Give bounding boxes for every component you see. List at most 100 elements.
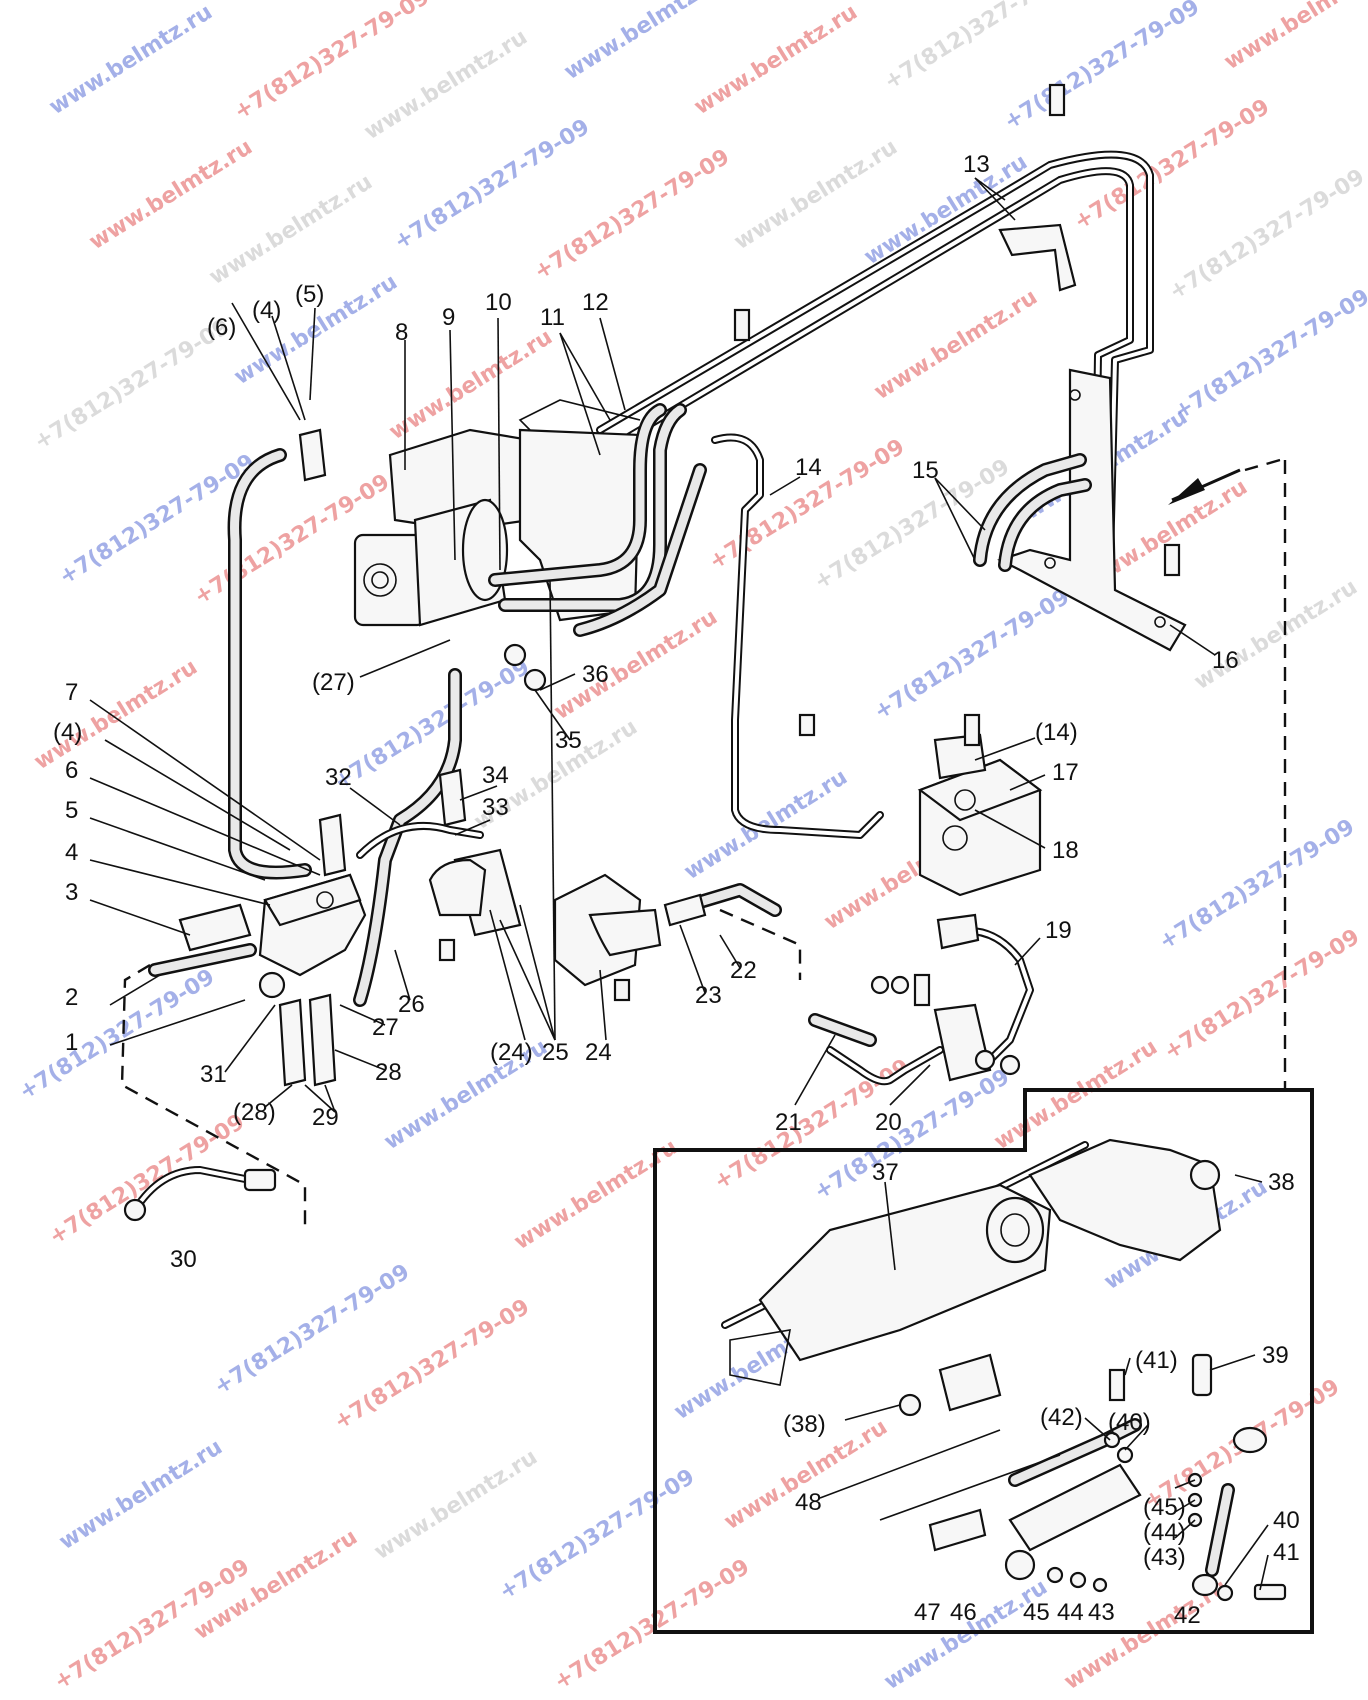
watermark-phone: +7(812)327-79-09	[15, 965, 219, 1106]
part-label: 6	[65, 757, 78, 784]
watermark-site: www.belmtz.ru	[870, 285, 1042, 405]
part-label: 30	[170, 1246, 197, 1273]
part-label: 38	[1268, 1169, 1295, 1196]
part-label: 43	[1088, 1599, 1115, 1626]
part-label: 24	[585, 1039, 612, 1066]
part-label: 16	[1212, 647, 1239, 674]
watermark-phone: +7(812)327-79-09	[530, 145, 734, 286]
watermark-site: www.belmtz.ru	[45, 0, 217, 120]
part-label: 35	[555, 727, 582, 754]
watermark-site: www.belmtz.ru	[680, 765, 852, 885]
steering-pipes	[596, 150, 1154, 564]
watermark-phone: +7(812)327-79-09	[210, 1260, 414, 1401]
part-label: 48	[795, 1489, 822, 1516]
part-label-parenthesized: (41)	[1135, 1347, 1178, 1374]
watermark-site: www.belmtz.ru	[560, 0, 732, 85]
watermark-phone: +7(812)327-79-09	[1155, 815, 1359, 956]
control-valve	[148, 428, 467, 1087]
watermark-phone: +7(812)327-79-09	[870, 585, 1074, 726]
watermark-phone: +7(812)327-79-09	[1170, 285, 1368, 426]
leader-lines	[89, 177, 1269, 1591]
watermark-layer: www.belmtz.ru +7(812)327-79-09 www.belmt…	[15, 0, 1368, 1695]
hose-21	[808, 1013, 877, 1047]
elbow-24	[428, 848, 662, 987]
part-label: 27	[372, 1014, 399, 1041]
part-label: 39	[1262, 1342, 1289, 1369]
part-label-parenthesized: (42)	[1040, 1404, 1083, 1431]
part-label: 12	[582, 289, 609, 316]
part-label: 31	[200, 1061, 227, 1088]
watermark-phone: +7(812)327-79-09	[30, 315, 234, 456]
part-label: 28	[375, 1059, 402, 1086]
watermark-site: www.belmtz.ru	[370, 1445, 542, 1565]
part-label-parenthesized: (43)	[1143, 1544, 1186, 1571]
part-label: 22	[730, 957, 757, 984]
watermark-site: www.belmtz.ru	[690, 0, 862, 120]
part-label: 42	[1174, 1602, 1201, 1629]
part-label: 29	[312, 1104, 339, 1131]
part-label: 41	[1273, 1539, 1300, 1566]
part-label: 2	[65, 984, 78, 1011]
watermark-site: www.belmtz.ru	[360, 25, 532, 145]
part-label: 21	[775, 1109, 802, 1136]
watermark-site: www.belmtz.ru	[880, 1575, 1052, 1695]
part-label-parenthesized: (27)	[312, 669, 355, 696]
part-label: 10	[485, 289, 512, 316]
part-number-labels: 1 2 3 4 5 6 7 8 9 10 11 12 13 14 15 16 1…	[53, 151, 1300, 1629]
watermark-site: www.belmtz.ru	[550, 605, 722, 725]
part-label: 33	[482, 794, 509, 821]
part-label: 13	[963, 151, 990, 178]
part-label-parenthesized: (6)	[207, 314, 236, 341]
part-label: 17	[1052, 759, 1079, 786]
part-label: 25	[542, 1039, 569, 1066]
part-label: 9	[442, 304, 455, 331]
part-label: 19	[1045, 917, 1072, 944]
part-label-parenthesized: (14)	[1035, 719, 1078, 746]
part-label: 1	[65, 1029, 78, 1056]
part-label: 8	[395, 319, 408, 346]
distributor-block	[917, 733, 1043, 897]
part-label-parenthesized: (4)	[53, 719, 82, 746]
mounting-bracket	[997, 223, 1187, 652]
watermark-site: www.belmtz.ru	[730, 135, 902, 255]
watermark-phone: +7(812)327-79-09	[1000, 0, 1204, 135]
watermark-site: www.belmtz.ru	[55, 1435, 227, 1555]
watermark-site: www.belmtz.ru	[385, 325, 557, 445]
part-label: 26	[398, 991, 425, 1018]
part-label-parenthesized: (4)	[252, 297, 281, 324]
part-label: 32	[325, 764, 352, 791]
part-label: 45	[1023, 1599, 1050, 1626]
part-label-parenthesized: (40)	[1108, 1409, 1151, 1436]
watermark-phone: +7(812)327-79-09	[1070, 95, 1274, 236]
watermark-phone: +7(812)327-79-09	[1165, 165, 1368, 306]
inset-frame	[653, 1088, 1314, 1634]
part-label: 23	[695, 982, 722, 1009]
part-label: 14	[795, 454, 822, 481]
part-label-parenthesized: (45)	[1143, 1494, 1186, 1521]
inset-cylinder-assembly	[721, 1138, 1287, 1602]
watermark-site: www.belmtz.ru	[30, 655, 202, 775]
bolts-and-fittings	[438, 83, 1181, 1076]
part-label: 47	[914, 1599, 941, 1626]
main-hoses	[227, 403, 707, 1007]
part-label: 34	[482, 762, 509, 789]
watermark-site: www.belmtz.ru	[1190, 575, 1362, 695]
part-label: 4	[65, 839, 78, 866]
watermark-phone: +7(812)327-79-09	[330, 1295, 534, 1436]
part-label: 11	[540, 304, 565, 331]
part-label-parenthesized: (28)	[233, 1099, 276, 1126]
return-pipe	[356, 433, 884, 859]
watermark-phone: +7(812)327-79-09	[810, 1065, 1014, 1206]
part-label: 5	[65, 797, 78, 824]
part-label: 46	[950, 1599, 977, 1626]
watermark-phone: +7(812)327-79-09	[45, 1110, 249, 1251]
pipe-30	[123, 1166, 277, 1222]
hose-15	[973, 453, 1092, 572]
watermark-phone: +7(812)327-79-09	[550, 1555, 754, 1696]
watermark-site: www.belmtz.ru	[85, 135, 257, 255]
part-label: 3	[65, 879, 78, 906]
watermark-site: www.belmtz.ru	[1220, 0, 1368, 75]
hose-22	[663, 883, 782, 927]
part-label: 7	[65, 679, 78, 706]
dashed-reference-lines	[120, 458, 1287, 1225]
